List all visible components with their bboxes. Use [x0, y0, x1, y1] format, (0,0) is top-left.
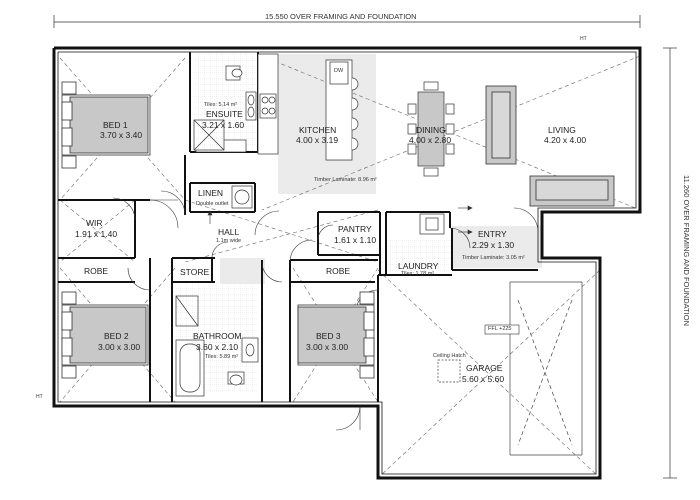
linen-note: Double outlet: [196, 201, 229, 207]
garage-ffl-label: FFL +225: [488, 326, 512, 332]
hall-floor: [220, 258, 265, 284]
laundry-floor: [390, 240, 452, 272]
ceiling-hatch-label: Ceiling Hatch: [433, 353, 466, 359]
room-name-ensuite: ENSUITE: [206, 109, 243, 119]
ht-marker-top: HT: [580, 36, 587, 42]
bed-3-furniture: [297, 291, 375, 379]
ceiling-hatch: [437, 359, 461, 383]
room-size-living: 4.20 x 4.00: [544, 135, 587, 145]
room-name-linen: LINEN: [198, 188, 224, 198]
hall-note: 1.1m wide: [216, 238, 242, 244]
bed-2-furniture: [61, 291, 149, 379]
bed-1-furniture: [61, 81, 151, 169]
living-sofas: [485, 85, 615, 207]
room-name-bed-1: BED 1: [103, 120, 128, 130]
room-size-bed-3: 3.00 x 3.00: [306, 342, 349, 352]
room-size-bed-1: 3.70 x 3.40: [100, 130, 143, 140]
room-size-bathroom: 3.60 x 2.10: [196, 342, 239, 352]
room-name-garage: GARAGE: [466, 363, 503, 373]
room-name-wir: WIR: [86, 218, 103, 228]
ensuite-tiles-note: Tiles: 5.14 m²: [204, 102, 238, 108]
room-size-entry: 2.29 x 1.30: [472, 240, 515, 250]
top-dimension-line: [53, 15, 641, 28]
room-name-hall: HALL: [218, 227, 240, 237]
room-name-robe-left: ROBE: [84, 266, 109, 276]
linen-shower: [231, 185, 253, 209]
room-name-laundry: LAUNDRY: [398, 261, 439, 271]
room-name-bathroom: BATHROOM: [193, 331, 242, 341]
right-dimension-line: [663, 47, 677, 479]
laundry-tiles-note: Tiles: 1.78 m²: [401, 271, 435, 277]
room-name-pantry: PANTRY: [338, 224, 372, 234]
room-size-ensuite: 3.21 x 1.60: [202, 120, 245, 130]
outer-walls: [52, 46, 642, 480]
bathroom-tiles-note: Tiles: 5.89 m²: [205, 354, 239, 360]
ffl-box: [484, 324, 520, 335]
bathroom-fixtures: [175, 295, 259, 397]
room-name-robe-right: ROBE: [326, 266, 351, 276]
room-size-dining: 4.00 x 2.80: [409, 135, 452, 145]
room-name-dining: DINING: [416, 125, 446, 135]
laundry-fixtures: [419, 213, 445, 235]
room-name-living: LIVING: [548, 125, 576, 135]
top-dimension-label: 15.550 OVER FRAMING AND FOUNDATION: [265, 12, 417, 21]
kitchen-fixtures: [257, 53, 359, 161]
room-size-pantry: 1.61 x 1.10: [334, 235, 377, 245]
room-size-wir: 1.91 x 1.40: [75, 229, 118, 239]
room-name-store: STORE: [180, 267, 210, 277]
room-name-bed-3: BED 3: [316, 331, 341, 341]
kitchen-floor-note: Timber Laminate: 8.96 m²: [314, 177, 377, 183]
entry-floor: [452, 226, 542, 268]
direction-arrows: [207, 205, 473, 235]
wall-inner-line: [57, 51, 637, 475]
garage-door: [509, 281, 583, 456]
room-size-garage: 5.60 x 5.60: [462, 374, 505, 384]
entry-floor-note: Timber Laminate: 3.05 m²: [462, 255, 525, 261]
ht-marker-left: HT: [36, 394, 43, 400]
dishwasher-label: DW: [334, 68, 344, 74]
ensuite-fixtures: [193, 65, 257, 153]
room-size-bed-2: 3.00 x 3.00: [98, 342, 141, 352]
room-name-entry: ENTRY: [478, 229, 507, 239]
dining-table: [407, 81, 455, 177]
right-dimension-label: 11.260 OVER FRAMING AND FOUNDATION: [682, 175, 691, 326]
room-name-kitchen: KITCHEN: [299, 125, 337, 135]
room-size-kitchen: 4.00 x 3.19: [296, 135, 339, 145]
room-name-bed-2: BED 2: [104, 331, 129, 341]
